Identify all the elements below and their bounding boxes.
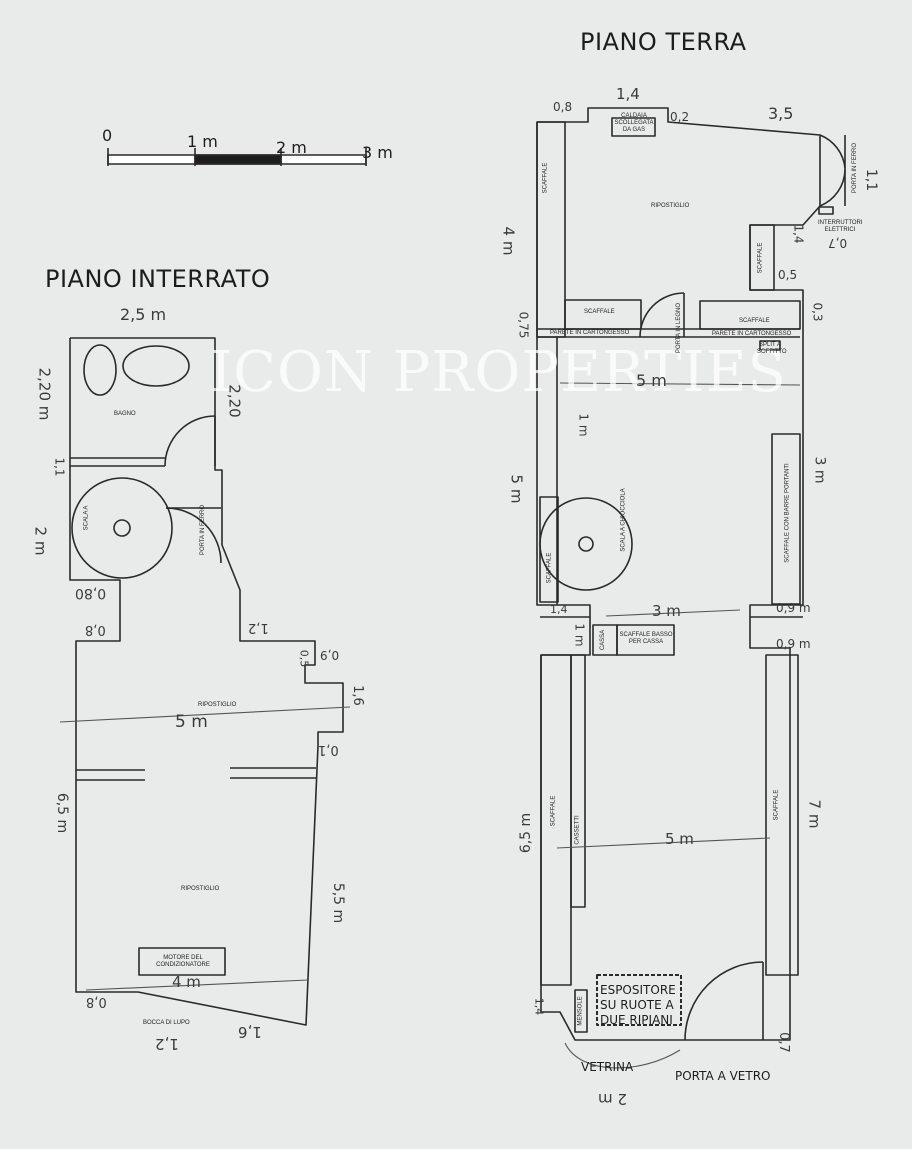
ground-dim-right-door: 1,1 — [863, 168, 880, 192]
espositore-line-1: ESPOSITORE — [600, 983, 676, 997]
ground-label-mensole: MENSOLE — [577, 996, 584, 1026]
ground-label-parete-1: PARETE IN CARTONGESSO — [550, 330, 630, 336]
ground-dim-right-07b: 0,7 — [775, 1032, 791, 1053]
basement-dim-right-55: 5,5 m — [330, 882, 347, 924]
espositore-line-2: SU RUOTE A — [600, 998, 674, 1012]
ground-label-porta-vetro: PORTA A VETRO — [675, 1069, 771, 1083]
ground-label-scaffale-basso: SCAFFALE BASSO PER CASSA — [619, 632, 673, 645]
ground-dim-left-075: 0,75 — [516, 311, 531, 339]
basement-dim-corner-1: 0,9 — [320, 648, 340, 662]
ground-dim-top-35: 3,5 — [768, 104, 794, 123]
ground-floor-title: PIANO TERRA — [580, 28, 747, 56]
basement-label-motore: MOTORE DEL CONDIZIONATORE — [156, 955, 210, 968]
ground-dim-right-05: 0,5 — [778, 268, 798, 282]
ground-dim-right-3: 3 m — [811, 456, 828, 484]
basement-walls — [69, 337, 344, 1026]
ground-label-scala: SCALA A CHIOCCIOLA — [620, 488, 627, 552]
ground-label-scaffale-top-left: SCAFFALE — [542, 162, 549, 194]
ground-dim-stair-w: 3 m — [652, 602, 681, 620]
watermark: ICON PROPERTIES — [210, 340, 787, 405]
basement-dim-width-5: 5 m — [175, 712, 208, 732]
ground-label-cassa: CASSA — [600, 629, 607, 651]
ground-dim-bottom-2: 2 m — [598, 1090, 627, 1108]
basement-dim-small-right: 0,1 — [318, 742, 339, 757]
basement-dim-w1: 1,2 — [248, 620, 269, 635]
ground-dim-width-5b: 5 m — [665, 830, 694, 848]
ground-label-porta-legno: PORTA IN LEGNO — [676, 302, 683, 354]
espositore-line-3: DUE RIPIANI — [600, 1013, 673, 1027]
ground-dim-right-7: 7 m — [805, 799, 824, 829]
ground-dim-left-4: 4 m — [499, 226, 518, 256]
basement-label-porta-ferro: PORTA IN FERRO — [200, 504, 207, 556]
scale-label-2m: 2 m — [276, 138, 307, 157]
basement-dim-step: 1,1 — [52, 457, 67, 477]
ground-dim-top-1: 1,4 — [616, 85, 640, 103]
ground-label-scaffale-left: SCAFFALE — [550, 795, 557, 827]
ground-dim-inner-1: 1 m — [576, 413, 591, 437]
basement-title: PIANO INTERRATO — [45, 265, 271, 293]
ground-dim-left-5: 5 m — [507, 474, 526, 504]
ground-label-scaffale-mid-left: SCAFFALE — [584, 309, 615, 315]
basement-dim-bagno-right: 2,20 — [225, 384, 244, 418]
ground-label-soffitto: SPLIT A SOFFITTO — [757, 342, 787, 355]
ground-label-scaffale-barre: SCAFFALE CON BARRE PORTANTI — [784, 463, 791, 563]
ground-label-scaffale-stair: SCAFFALE — [546, 552, 553, 584]
ground-dim-top-02: 0,2 — [670, 110, 690, 124]
ground-spiral-stair — [539, 496, 633, 603]
ground-label-cassetti: CASSETTI — [574, 815, 581, 845]
ground-dim-bottom-14: 1,4 — [532, 997, 546, 1016]
ground-dim-r09: 0,9 m — [776, 601, 811, 615]
ground-dim-width-5: 5 m — [636, 371, 667, 390]
basement-room-bagno: BAGNO — [114, 411, 136, 417]
basement-dim-right-1: 1,6 — [349, 685, 365, 706]
ground-label-scaffale-right: SCAFFALE — [773, 789, 780, 821]
scale-label-3m: 3 m — [362, 143, 393, 162]
scale-bar — [107, 148, 367, 166]
ground-dim-right-14: 1,4 — [791, 224, 806, 244]
ground-label-vetrina: VETRINA — [581, 1060, 634, 1074]
ground-label-caldaia: CALDAIA SCOLLEGATA DA GAS — [614, 113, 654, 133]
basement-label-bocca: BOCCA DI LUPO — [143, 1020, 190, 1026]
ground-label-porta-ferro: PORTA IN FERRO — [852, 142, 859, 194]
basement-dim-stair: 2 m — [31, 526, 50, 556]
basement-room-ripostiglio-1: RIPOSTIGLIO — [198, 702, 237, 708]
basement-spiral-stair — [71, 477, 173, 579]
ground-label-interruttori: INTERRUTTORI ELETTRICI — [818, 220, 863, 233]
basement-dim-top: 2,5 m — [120, 305, 167, 324]
scale-label-0: 0 — [102, 126, 113, 145]
basement-dim-bottom-2: 1,6 — [238, 1023, 262, 1041]
basement-dim-corner-2: 0,5 — [297, 649, 311, 668]
ground-dim-r09b: 0,9 m — [776, 637, 811, 651]
ground-dim-left-14: 1,4 — [550, 603, 568, 616]
scale-label-1m: 1 m — [187, 132, 218, 151]
basement-room-ripostiglio-2: RIPOSTIGLIO — [181, 886, 220, 892]
ground-label-scaffale-small: SCAFFALE — [757, 242, 764, 274]
basement-dim-narrow-v: 0,8 — [85, 622, 106, 637]
basement-dim-bagno-left: 2,20 m — [35, 367, 54, 421]
ground-label-parete-2: PARETE IN CARTONGESSO — [712, 331, 792, 337]
ground-label-scaffale-mid-right: SCAFFALE — [739, 318, 770, 324]
basement-dim-bottom-1: 1,2 — [155, 1035, 179, 1053]
ground-dim-left-1: 1 m — [572, 623, 587, 647]
ground-dim-right-03: 0,3 — [810, 302, 825, 322]
ground-dim-top-08: 0,8 — [553, 100, 573, 114]
ground-room-ripostiglio: RIPOSTIGLIO — [651, 203, 690, 209]
ground-label-espositore: ESPOSITORE SU RUOTE A DUE RIPIANI — [600, 983, 680, 1028]
basement-label-scala: SCALA A — [83, 505, 90, 531]
ground-dim-right-07: 0,7 — [828, 236, 848, 250]
ground-dim-left-65: 6,5 m — [518, 812, 535, 854]
basement-dim-narrow-h: 0,80 — [75, 585, 107, 601]
basement-dim-width-4: 4 m — [172, 973, 201, 991]
basement-dim-bottom-left: 0,8 — [86, 994, 107, 1009]
ground-floor-walls — [536, 107, 846, 1041]
basement-dim-left-65: 6,5 m — [54, 792, 71, 834]
